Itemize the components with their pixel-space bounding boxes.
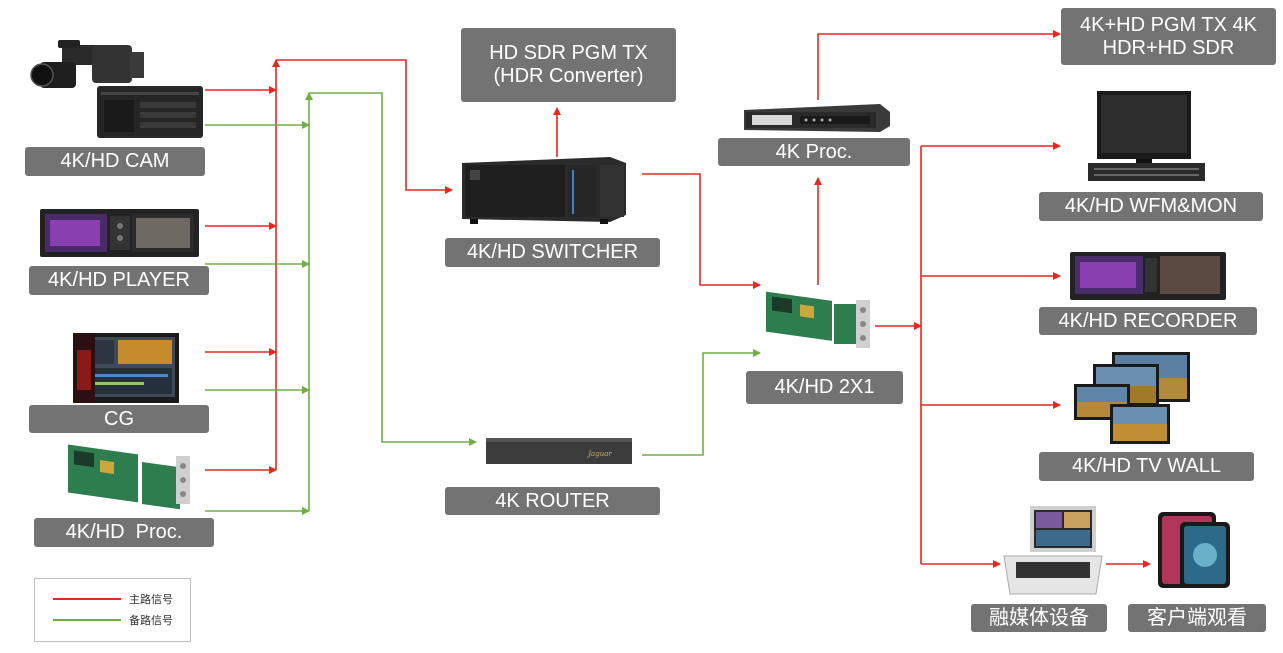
rack-processor-icon	[744, 104, 890, 132]
label-cg: CG	[29, 405, 209, 433]
processing-card-icon	[766, 291, 870, 348]
recorder-icon	[1070, 252, 1226, 300]
legend-swatch-backup	[53, 619, 121, 621]
tablet-icon	[1158, 512, 1230, 588]
svg-text:Jaguar: Jaguar	[586, 450, 612, 458]
label-hdr-converter: HD SDR PGM TX (HDR Converter)	[461, 28, 676, 102]
label-wfm: 4K/HD WFM&MON	[1039, 192, 1263, 221]
label-2x1: 4K/HD 2X1	[746, 371, 903, 404]
label-recorder: 4K/HD RECORDER	[1039, 307, 1257, 335]
label-switcher: 4K/HD SWITCHER	[445, 238, 660, 267]
label-cam: 4K/HD CAM	[25, 147, 205, 176]
legend-row-backup: 备路信号	[53, 612, 173, 628]
wire-main-to-switcher	[276, 59, 453, 194]
portable-media-icon	[1003, 506, 1103, 595]
wire-router-to-2x1	[642, 349, 761, 456]
wire-4kproc-to-pgmtx	[817, 30, 1061, 100]
wire-backup-to-router	[309, 92, 477, 446]
processing-card-icon	[68, 444, 190, 510]
label-proc-left: 4K/HD Proc.	[34, 518, 214, 547]
router-icon: Jaguar	[486, 438, 632, 464]
label-client: 客户端观看	[1128, 604, 1266, 632]
cg-workstation-icon	[73, 333, 179, 403]
monitor-icon	[1088, 91, 1205, 181]
switcher-icon	[462, 157, 626, 224]
label-4k-proc: 4K Proc.	[718, 138, 910, 166]
label-router: 4K ROUTER	[445, 487, 660, 515]
legend: 主路信号 备路信号	[34, 578, 191, 642]
label-tvwall: 4K/HD TV WALL	[1039, 452, 1254, 481]
legend-label-main: 主路信号	[129, 593, 173, 606]
legend-row-main: 主路信号	[53, 591, 173, 607]
camera-icon	[30, 40, 203, 138]
label-media: 融媒体设备	[971, 604, 1107, 632]
legend-swatch-main	[53, 598, 121, 600]
label-pgm-tx: 4K+HD PGM TX 4K HDR+HD SDR	[1061, 8, 1276, 65]
label-player: 4K/HD PLAYER	[29, 266, 209, 295]
player-icon	[40, 209, 199, 257]
tv-wall-icon	[1074, 352, 1190, 444]
wire-switcher-to-2x1	[642, 173, 761, 289]
legend-label-backup: 备路信号	[129, 614, 173, 627]
